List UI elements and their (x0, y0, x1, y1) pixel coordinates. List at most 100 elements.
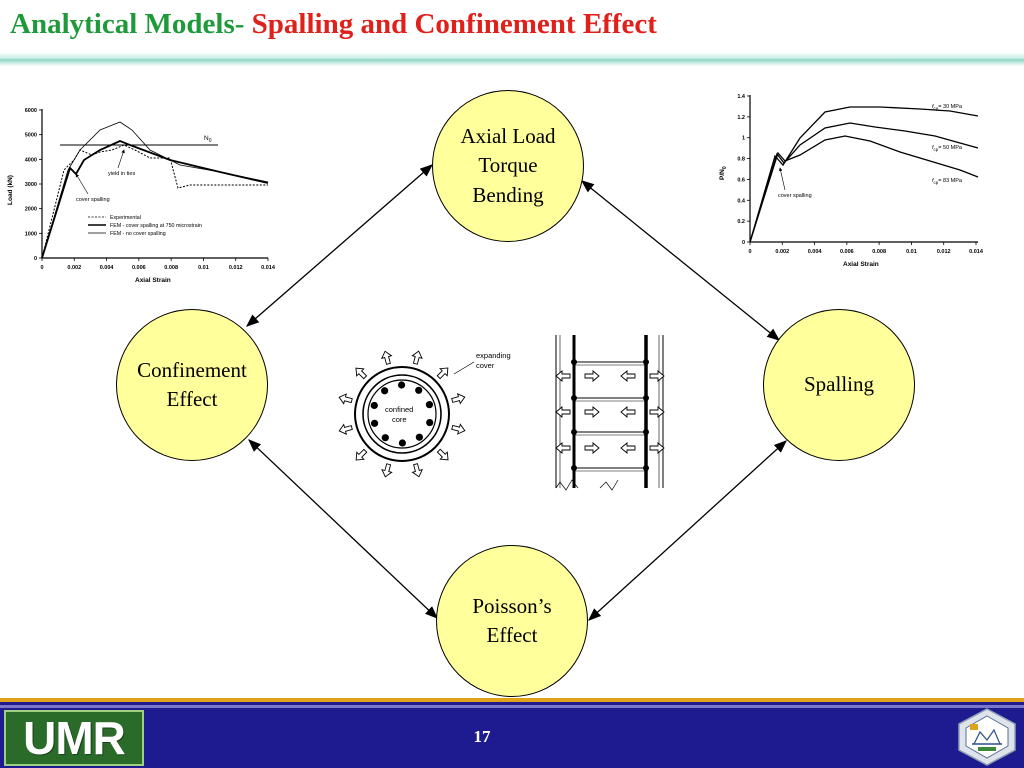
expansion-arrow-icon (355, 448, 368, 461)
right-label-50mpa: fcp= 50 MPa (932, 145, 963, 152)
slide-title: Analytical Models- Spalling and Confinem… (10, 8, 657, 41)
rebar-dot (370, 401, 378, 410)
left-chart-ytick-label: 4000 (25, 157, 37, 163)
node-axial-load: Axial Load Torque Bending (432, 90, 584, 242)
node-poisson-line1: Poisson’s (472, 593, 552, 618)
right-curve-83mpa (749, 135, 979, 243)
lateral-arrow-icon (620, 406, 636, 418)
left-chart-xtick-label: 0 (40, 265, 43, 271)
left-chart-xtick-label: 0.006 (132, 265, 146, 271)
left-chart-xlabel: Axial Strain (135, 277, 171, 284)
right-chart-xtick-label: 0.002 (775, 249, 789, 255)
left-chart-ytick-label: 1000 (25, 231, 37, 237)
lateral-arrow-icon (584, 406, 600, 418)
right-chart-xtick-label: 0.014 (969, 249, 984, 255)
left-chart-ytick-label: 3000 (25, 182, 37, 188)
node-axial-line3: Bending (472, 182, 544, 207)
right-chart-ytick-label: 1 (742, 136, 745, 142)
arrow-axial-spalling (580, 180, 781, 341)
expansion-arrow-icon (411, 463, 424, 478)
node-poissons-effect: Poisson’s Effect (436, 545, 588, 697)
section-expanding-label: expanding (476, 351, 511, 360)
tie-bar-dot (643, 429, 649, 435)
left-legend-fem-nospall: FEM - no cover spalling (110, 231, 166, 237)
left-chart-xtick-label: 0.01 (198, 265, 209, 271)
expansion-arrow-icon (338, 423, 353, 436)
tie-bar-dot (571, 465, 577, 471)
title-divider (0, 52, 1024, 66)
page-number: 17 (473, 727, 491, 746)
right-curve-30mpa (749, 106, 979, 243)
tie-bar-dot (643, 359, 649, 365)
lateral-arrow-icon (584, 442, 600, 454)
lateral-arrow-icon (649, 370, 665, 382)
umr-logo: UMR (4, 710, 144, 766)
arrow-axial-confinement (246, 164, 433, 327)
arrow-spalling-poisson (588, 440, 787, 621)
rebar-dot (415, 386, 423, 394)
right-chart-ytick-label: 0.6 (737, 177, 745, 183)
lateral-arrow-icon (620, 442, 636, 454)
node-axial-line1: Axial Load (460, 123, 556, 148)
left-chart-xtick-label: 0.014 (261, 265, 276, 271)
expansion-arrow-icon (380, 350, 393, 365)
rebar-dot (425, 401, 434, 409)
footer-bar (0, 700, 1024, 768)
left-curve-fem-spalling (41, 140, 269, 259)
lateral-arrow-icon (620, 370, 636, 382)
node-confinement-line1: Confinement (137, 357, 247, 382)
left-chart-xtick-label: 0.012 (229, 265, 243, 271)
right-chart-ytick-label: 1.4 (737, 94, 746, 100)
left-chart-ytick-label: 6000 (25, 108, 37, 114)
left-chart-ytick-label: 5000 (25, 133, 37, 139)
node-spalling-line1: Spalling (803, 372, 874, 397)
university-seal-icon (958, 708, 1016, 766)
tie-bar-dot (571, 359, 577, 365)
left-chart-cover-label: cover spalling (76, 197, 110, 203)
rebar-dot (370, 419, 379, 427)
right-chart-ytick-label: 0.8 (737, 157, 745, 163)
right-chart-ytick-label: 0.2 (737, 219, 745, 225)
node-spalling: Spalling (763, 309, 915, 461)
footer-accent-line (0, 698, 1024, 702)
right-chart-xtick-label: 0.004 (808, 249, 823, 255)
expansion-arrow-icon (436, 448, 449, 461)
right-chart-xtick-label: 0.006 (840, 249, 854, 255)
circular-section-figure: confined core expanding cover (338, 350, 511, 478)
expansion-arrow-icon (451, 423, 466, 435)
title-part-models: Analytical Models- (10, 8, 245, 40)
lateral-arrow-icon (555, 370, 571, 382)
tie-bar-dot (571, 429, 577, 435)
section-confined-label: confined (385, 405, 413, 414)
right-chart-xlabel: Axial Strain (843, 261, 879, 268)
expansion-arrow-icon (338, 393, 353, 405)
lateral-arrow-icon (649, 442, 665, 454)
left-chart-xtick-label: 0.004 (100, 265, 115, 271)
right-chart-xtick-label: 0.012 (937, 249, 951, 255)
column-elevation-figure (555, 335, 665, 491)
rebar-dot (381, 387, 389, 395)
lateral-arrow-icon (649, 406, 665, 418)
right-label-30mpa: fcp= 30 MPa (932, 104, 963, 111)
right-label-83mpa: fcp= 83 MPa (932, 178, 963, 185)
left-chart-xtick-label: 0.008 (164, 265, 178, 271)
right-chart-xtick-label: 0.01 (906, 249, 917, 255)
left-chart-ytick-label: 2000 (25, 207, 37, 213)
right-chart-ytick-label: 0.4 (737, 198, 746, 204)
rebar-dot (415, 433, 423, 441)
right-chart-cover-label: cover spalling (778, 193, 812, 199)
left-legend-fem-spalling: FEM - cover spalling at 750 microstrain (110, 223, 202, 229)
expansion-arrow-icon (436, 367, 449, 380)
lateral-arrow-icon (555, 442, 571, 454)
left-curve-fem-nospall (41, 121, 269, 259)
right-curve-50mpa (749, 122, 979, 243)
section-cover-label: cover (476, 361, 495, 370)
umr-logo-text: UMR (23, 712, 126, 764)
node-confinement-line2: Effect (166, 387, 218, 411)
rebar-dot (397, 381, 406, 389)
left-chart-n0-label: N0 (204, 135, 212, 144)
title-part-topic: Spalling and Confinement Effect (251, 8, 657, 40)
right-chart-ylabel: P/N0 (719, 166, 728, 180)
